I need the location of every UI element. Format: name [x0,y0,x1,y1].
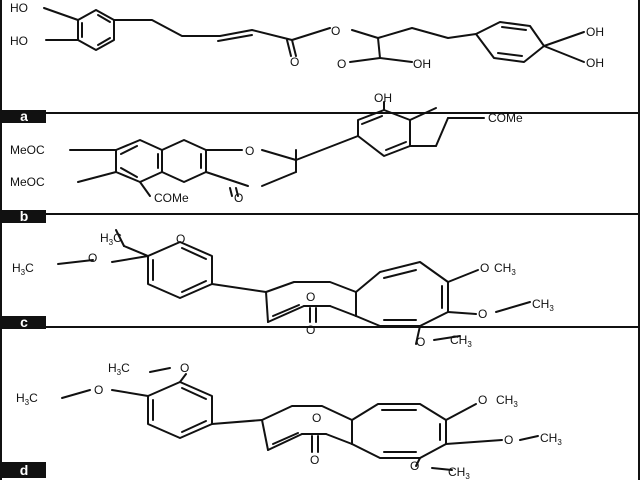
atom-oh-label: OH [586,56,604,70]
atom-o-label: O [478,307,487,321]
methyl-label: CH3 [540,431,562,447]
ring-a-left [77,9,115,51]
ring-d-a [351,403,447,459]
atom-oh-label: OH [413,57,431,71]
substituent-come-label: COMe [154,191,189,205]
atom-o-label: O [331,24,340,38]
atom-o-label: O [94,383,103,397]
atom-o-label: O [245,144,254,158]
ring-d-b [147,381,213,439]
atom-o-label: O [504,433,513,447]
atom-oh-label: HO [10,34,28,48]
methyl-label: H3C [108,361,130,377]
atom-o-label: O [310,453,319,467]
ring-d-c [261,405,353,451]
atom-oh-label: OH [586,25,604,39]
panel-label-c: c [2,314,46,330]
ring-b-c [161,139,207,183]
methyl-label: H3C [12,261,34,277]
methyl-label: H3C [100,231,122,247]
ring-c-a [355,261,449,327]
atom-o-label: O [416,335,425,349]
structure-b: OH COMe MeOC MeOC COMe O O [10,91,523,205]
methyl-label: H3C [16,391,38,407]
ring-b-b [357,109,411,157]
methyl-label: CH3 [494,261,516,277]
panel-label-text: c [20,314,28,330]
atom-oh-label: HO [10,1,28,15]
atom-o-label: O [290,55,299,69]
atom-oh-label: OH [374,91,392,105]
structure-c: H3C O H3C O O O O CH3 O CH3 O CH3 [12,229,554,349]
methyl-label: CH3 [496,393,518,409]
panel-label-text: b [20,208,29,224]
atom-o-label: O [410,459,419,473]
atom-o-label: O [337,57,346,71]
atom-o-label: O [234,191,243,205]
atom-o-label: O [306,290,315,304]
panel-label-d: d [2,462,46,478]
panel-label-b: b [2,208,46,224]
atom-o-label: O [306,323,315,337]
substituent-meoc-label: MeOC [10,143,45,157]
methyl-label: CH3 [532,297,554,313]
substituent-come-label: COMe [488,111,523,125]
atom-o-label: O [88,251,97,265]
structure-a: HO HO O O O OH OH OH [10,1,604,71]
structure-d: H3C O H3C O O O O CH3 O CH3 O CH3 [16,361,562,480]
panel-label-a: a [2,108,46,124]
ring-a-right [475,21,545,63]
ring-c-b [147,241,213,299]
panel-label-text: a [20,108,28,124]
atom-o-label: O [480,261,489,275]
substituent-meoc-label: MeOC [10,175,45,189]
panel-label-text: d [20,462,29,478]
atom-o-label: O [176,232,185,246]
ring-c-c [265,281,357,323]
atom-o-label: O [180,361,189,375]
atom-o-label: O [478,393,487,407]
atom-o-label: O [312,411,321,425]
methyl-label: CH3 [450,333,472,349]
methyl-label: CH3 [448,465,470,480]
ring-b-a [115,139,163,183]
